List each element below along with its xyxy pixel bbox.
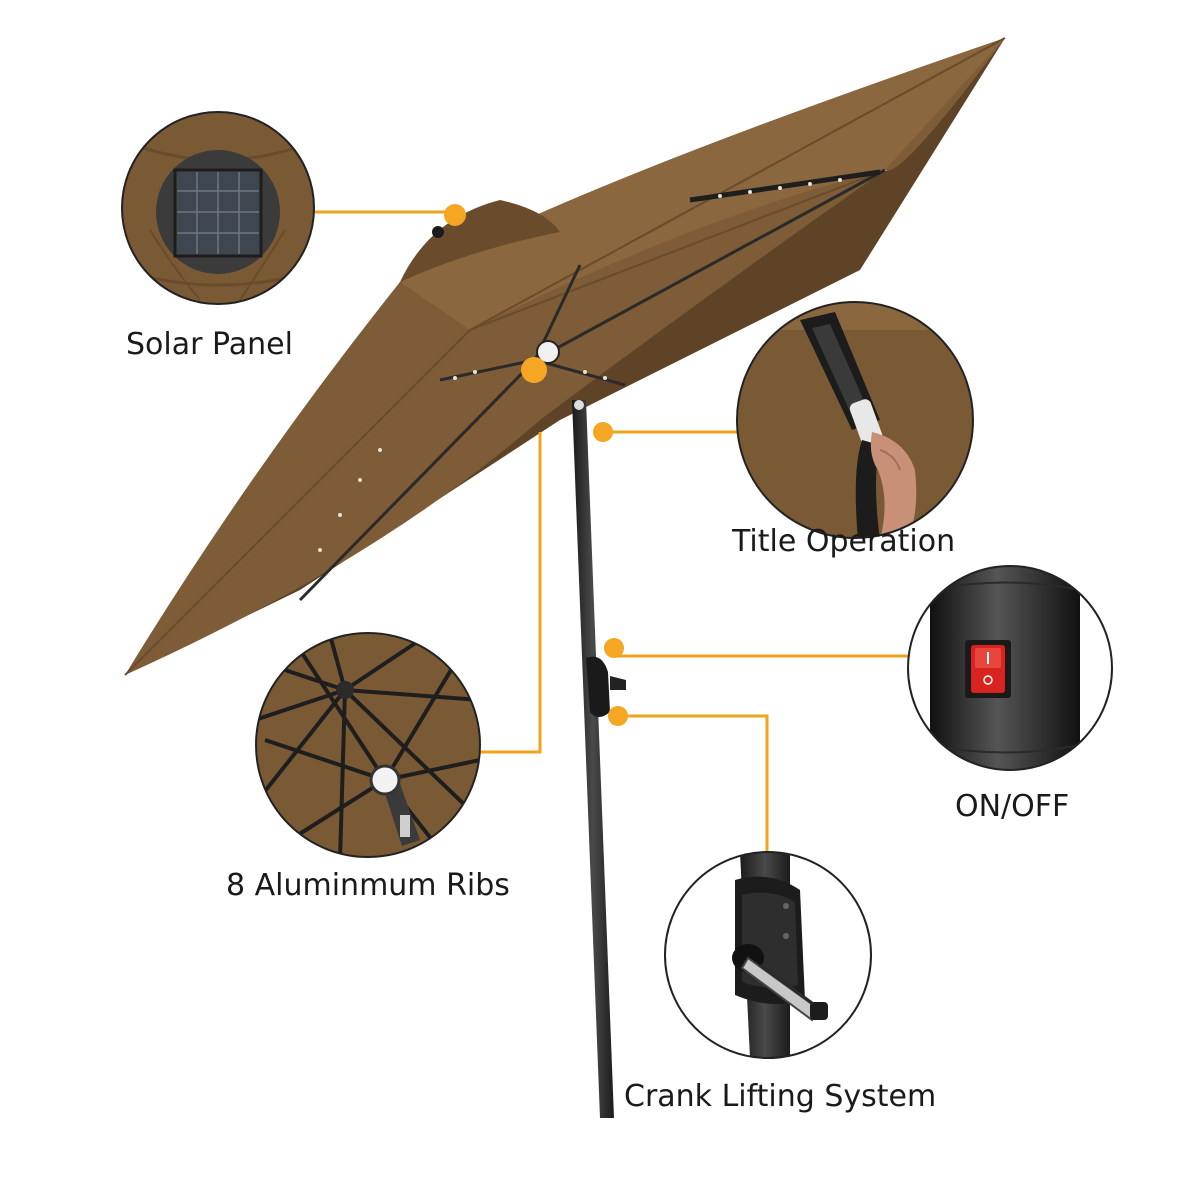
umbrella-canopy [124, 37, 1006, 676]
power-switch-icon [907, 565, 1113, 771]
solar-panel-icon [121, 111, 315, 305]
tilt-operation-label: Title Operation [732, 524, 956, 559]
callout-line-ribs [478, 432, 542, 754]
callout-line-crank [618, 714, 769, 852]
on-off-label: ON/OFF [955, 789, 1070, 824]
ribs-icon [255, 632, 481, 858]
canopy-panel-light [400, 38, 1005, 330]
tilt-handle-icon [736, 301, 974, 539]
crank-handle-icon [664, 851, 872, 1059]
crank-label: Crank Lifting System [624, 1079, 937, 1114]
callout-lines [312, 210, 910, 852]
solar-panel-label: Solar Panel [126, 327, 293, 362]
callout-dot-crank [608, 706, 628, 726]
callout-dot-solar [444, 204, 466, 226]
callout-dot-tilt [593, 422, 613, 442]
callout-dot-onoff [604, 638, 624, 658]
ribs-label: 8 Aluminmum Ribs [226, 868, 510, 903]
callout-dots [444, 204, 628, 726]
callout-dot-hub [521, 357, 547, 383]
umbrella-pole [572, 400, 626, 1118]
